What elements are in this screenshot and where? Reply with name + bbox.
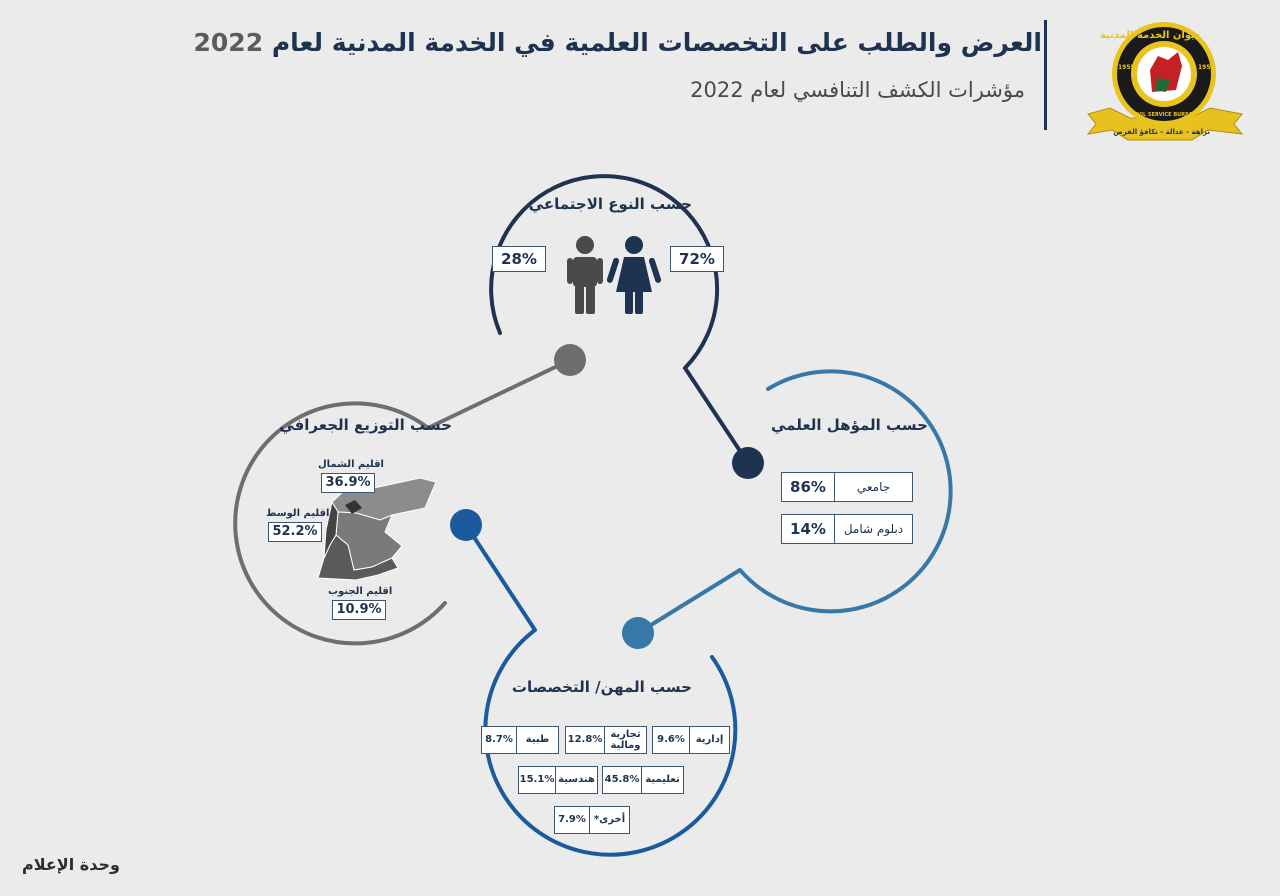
page-title: العرض والطلب على التخصصات العلمية في الخ… [194, 28, 1042, 57]
geo-arc [233, 401, 447, 646]
professions-title: حسب المهن/ التخصصات [511, 678, 692, 696]
profession-commercial-label: تجارية ومالية [610, 729, 641, 751]
qualification-university-pct: 86% [782, 473, 835, 501]
profession-administrative-pct: 9.6% [653, 727, 690, 753]
connector-royal [464, 523, 537, 632]
dot-steel [622, 617, 654, 649]
profession-educational-pct: 45.8% [603, 767, 642, 793]
profession-other: 7.9% أخرى* [554, 806, 630, 834]
geo-title: حسب التوزيع الجعرافي [279, 416, 452, 434]
profession-medical-label: طبية [525, 734, 550, 745]
profession-commercial: 12.8% تجارية ومالية [565, 726, 647, 754]
qualification-diploma-pct: 14% [782, 515, 835, 543]
qualification-diploma-label: دبلوم شامل [843, 522, 904, 536]
region-south-pct: 10.9% [332, 600, 386, 620]
dot-royal [450, 509, 482, 541]
region-north-label: اقليم الشمال [318, 459, 384, 470]
profession-engineering: 15.1% هندسية [518, 766, 598, 794]
civil-service-logo [1086, 22, 1244, 141]
professions-arc [483, 628, 738, 857]
logo-banner-text: نزاهة - عدالة - تكافؤ الفرص [1113, 128, 1210, 136]
female-icon [606, 236, 662, 314]
logo-year-right: 1955 [1198, 64, 1215, 71]
profession-administrative: 9.6% إدارية [652, 726, 730, 754]
connector-steel [636, 568, 742, 635]
gender-title: حسب النوع الاجتماعي [528, 195, 692, 213]
profession-educational-label: تعليمية [645, 774, 680, 785]
page-title-text: العرض والطلب على التخصصات العلمية في الخ… [271, 28, 1042, 57]
page-title-year: 2022 [193, 28, 264, 57]
region-north-pct: 36.9% [321, 473, 375, 493]
connector-navy [683, 366, 750, 465]
dot-navy [732, 447, 764, 479]
jordan-map [317, 477, 437, 581]
connector-gray [427, 358, 571, 430]
dot-gray [554, 344, 586, 376]
footer-media-unit: وحدة الإعلام [22, 855, 120, 874]
profession-other-label: أخرى* [593, 814, 626, 825]
male-pct-box: 28% [492, 246, 546, 272]
profession-educational: 45.8% تعليمية [602, 766, 684, 794]
profession-medical: 8.7% طبية [481, 726, 559, 754]
qualification-arc [738, 369, 953, 614]
profession-engineering-pct: 15.1% [519, 767, 556, 793]
male-icon [567, 236, 603, 314]
qualification-title: حسب المؤهل العلمي [770, 416, 928, 434]
profession-other-pct: 7.9% [555, 807, 590, 833]
region-center-label: اقليم الوسط [266, 508, 330, 519]
page-subtitle: مؤشرات الكشف التنافسي لعام 2022 [690, 78, 1025, 102]
qualification-university-label: جامعي [856, 480, 891, 494]
profession-medical-pct: 8.7% [482, 727, 517, 753]
region-center-pct: 52.2% [268, 522, 322, 542]
profession-commercial-pct: 12.8% [566, 727, 605, 753]
logo-side-text-en: CIVIL SERVICE BUREAU [1131, 112, 1197, 118]
header-divider [1044, 20, 1047, 130]
logo-year-left: 1955 [1118, 64, 1135, 71]
profession-engineering-label: هندسية [558, 774, 595, 785]
qualification-row-diploma: 14% دبلوم شامل [781, 514, 913, 544]
region-south-label: اقليم الجنوب [328, 586, 393, 597]
profession-administrative-label: إدارية [695, 734, 724, 745]
logo-arc-text: ديوان الخدمة المدنية [1099, 30, 1200, 41]
female-pct-box: 72% [670, 246, 724, 272]
qualification-row-university: 86% جامعي [781, 472, 913, 502]
